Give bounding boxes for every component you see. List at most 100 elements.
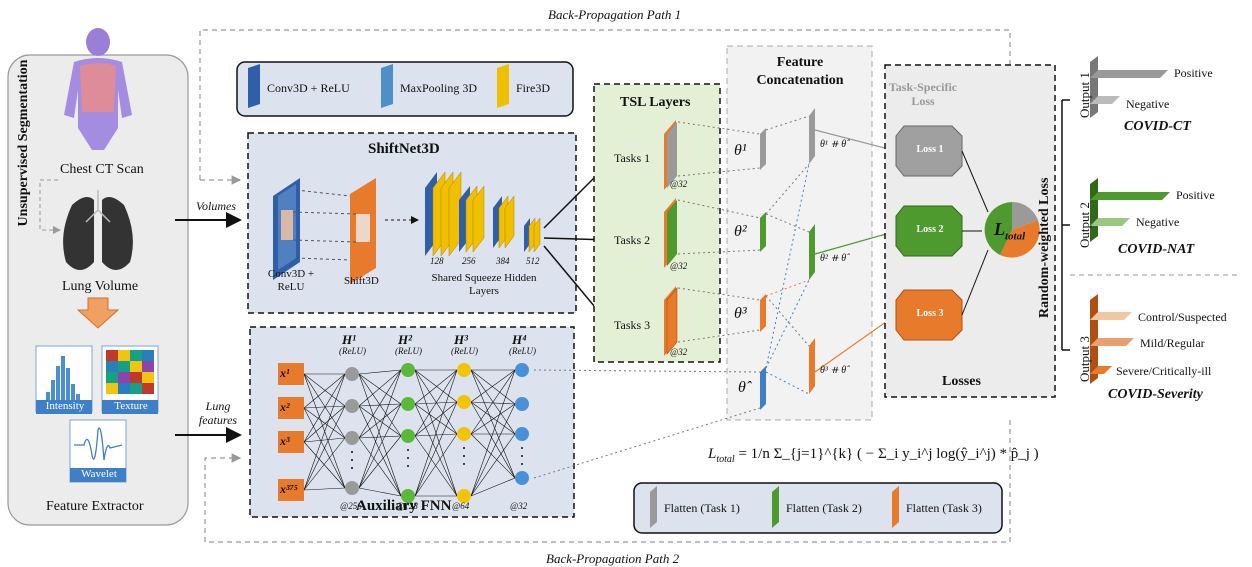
fnn-ellipsis-dot (351, 459, 353, 461)
fnn-ellipsis-dot (521, 447, 523, 449)
losses-title: Losses (942, 374, 981, 389)
fnn-node (345, 367, 359, 381)
fnn-layer-1-title: H¹ (342, 332, 357, 347)
loss-1-label: Loss 1 (916, 144, 944, 155)
fnn-ellipsis-dot (463, 447, 465, 449)
task-2-size: @32 (670, 261, 688, 271)
shiftnet-conv-label: Conv3D + ReLU (267, 268, 315, 294)
fnn-layer-4-title: H⁴ (512, 332, 527, 347)
fnn-ellipsis-dot (407, 457, 409, 459)
fnn-input-3: x³ (280, 434, 290, 448)
theta-1: θ¹ (734, 142, 747, 159)
chest-ct-label: Chest CT Scan (60, 162, 144, 177)
output-3-label: Output 3 (1077, 336, 1092, 382)
output-1-bars (1090, 56, 1168, 118)
output-2-label: Output 2 (1077, 202, 1092, 248)
fnn-node (515, 397, 529, 411)
fnn-layer-2-activation: (ReLU) (395, 346, 422, 356)
size-512: 512 (526, 256, 540, 266)
fnn-layer-4-size: @32 (510, 501, 528, 511)
concat-pair-2: θ² ⧺ θ̂ (820, 253, 847, 264)
loss-formula: Ltotal = 1/n Σ_{j=1}^{k} ( − Σ_i y_i^j l… (708, 446, 1039, 465)
fnn-input-box (278, 397, 304, 419)
legend-flatten-3: Flatten (Task 3) (906, 501, 982, 515)
lung-figure (63, 190, 133, 270)
fnn-node (515, 363, 529, 377)
chest-ct-figure (64, 28, 132, 150)
fnn-layer-3-title: H³ (454, 332, 469, 347)
fnn-node (457, 363, 471, 377)
output-2-name: COVID-NAT (1118, 242, 1195, 257)
loss-3-label: Loss 3 (916, 308, 944, 319)
fnn-node (457, 395, 471, 409)
output-1-class-1: Positive (1174, 66, 1213, 80)
legend-maxpool: MaxPooling 3D (400, 81, 478, 95)
output-2-class-1: Positive (1176, 188, 1215, 202)
fnn-ellipsis-dot (351, 451, 353, 453)
fnn-node (457, 427, 471, 441)
fnn-ellipsis-dot (407, 465, 409, 467)
legend-fire: Fire3D (516, 81, 550, 95)
volumes-label: Volumes (196, 199, 236, 213)
fnn-node (515, 471, 529, 485)
fnn-ellipsis-dot (463, 463, 465, 465)
unsupervised-segmentation-label: Unsupervised Segmentation (16, 59, 31, 227)
feature-extractor-label: Feature Extractor (46, 499, 144, 514)
fnn-ellipsis-dot (521, 455, 523, 457)
fnn-node (401, 489, 415, 503)
fnn-ellipsis-dot (407, 449, 409, 451)
shiftnet-title: ShiftNet3D (368, 141, 440, 157)
fnn-layer-4-activation: (ReLU) (509, 346, 536, 356)
task-3-size: @32 (670, 347, 688, 357)
shiftnet-shift-label: Shift3D (344, 275, 379, 287)
fnn-input-box (278, 363, 304, 385)
fnn-node (401, 429, 415, 443)
output-3-class-1: Control/Suspected (1138, 310, 1227, 324)
bp-path-2-label: Back-Propagation Path 2 (546, 551, 680, 566)
tsl-title: TSL Layers (620, 95, 691, 110)
texture-label: Texture (114, 400, 148, 412)
output-2-bars (1090, 178, 1170, 242)
lung-volume-label: Lung Volume (62, 279, 139, 294)
random-weighted-loss-label: Random-weighted Loss (1037, 177, 1052, 318)
size-256: 256 (462, 256, 476, 266)
fnn-input-box (278, 431, 304, 453)
fnn-layer-3-activation: (ReLU) (451, 346, 478, 356)
output-3-name: COVID-Severity (1108, 387, 1203, 402)
bp-path-1-label: Back-Propagation Path 1 (548, 7, 682, 22)
loss-2-label: Loss 2 (916, 224, 944, 235)
fnn-node (401, 397, 415, 411)
theta-hat: θ̂ (738, 379, 746, 396)
intensity-label: Intensity (45, 400, 85, 412)
fnn-input-4: x³⁷⁵ (280, 482, 298, 496)
fnn-input-2: x² (280, 400, 290, 414)
output-3-class-3: Severe/Critically-ill (1116, 364, 1212, 378)
concat-pair-1: θ¹ ⧺ θ̂ (820, 139, 847, 150)
l-total-label: Ltotal (994, 219, 1026, 243)
fnn-layer-1-size: @256 (340, 501, 362, 511)
fnn-ellipsis-dot (351, 467, 353, 469)
fnn-node (345, 481, 359, 495)
fnn-input-1: x¹ (280, 366, 290, 380)
size-384: 384 (496, 256, 510, 266)
output-3-bars (1090, 294, 1134, 384)
fnn-layer-2-title: H² (398, 332, 413, 347)
fnn-node (515, 427, 529, 441)
output-1-label: Output 1 (1077, 72, 1092, 118)
theta-3: θ³ (734, 305, 747, 322)
output-2-class-2: Negative (1136, 215, 1180, 229)
size-128: 128 (430, 256, 444, 266)
task-1-label: Tasks 1 (614, 151, 651, 165)
fnn-layer-3-size: @64 (452, 501, 470, 511)
lung-features-label: Lung features (198, 399, 238, 427)
fnn-node (401, 363, 415, 377)
concat-pair-3: θ³ ⧺ θ̂ (820, 365, 847, 376)
output-1-name: COVID-CT (1124, 119, 1191, 134)
output-3-class-2: Mild/Regular (1140, 336, 1205, 350)
task-3-label: Tasks 3 (614, 318, 651, 332)
shared-layers-label: Shared Squeeze Hidden Layers (431, 272, 537, 298)
fnn-layer-2-size: @128 (396, 501, 418, 511)
fnn-title: Auxiliary FNN (356, 498, 452, 514)
